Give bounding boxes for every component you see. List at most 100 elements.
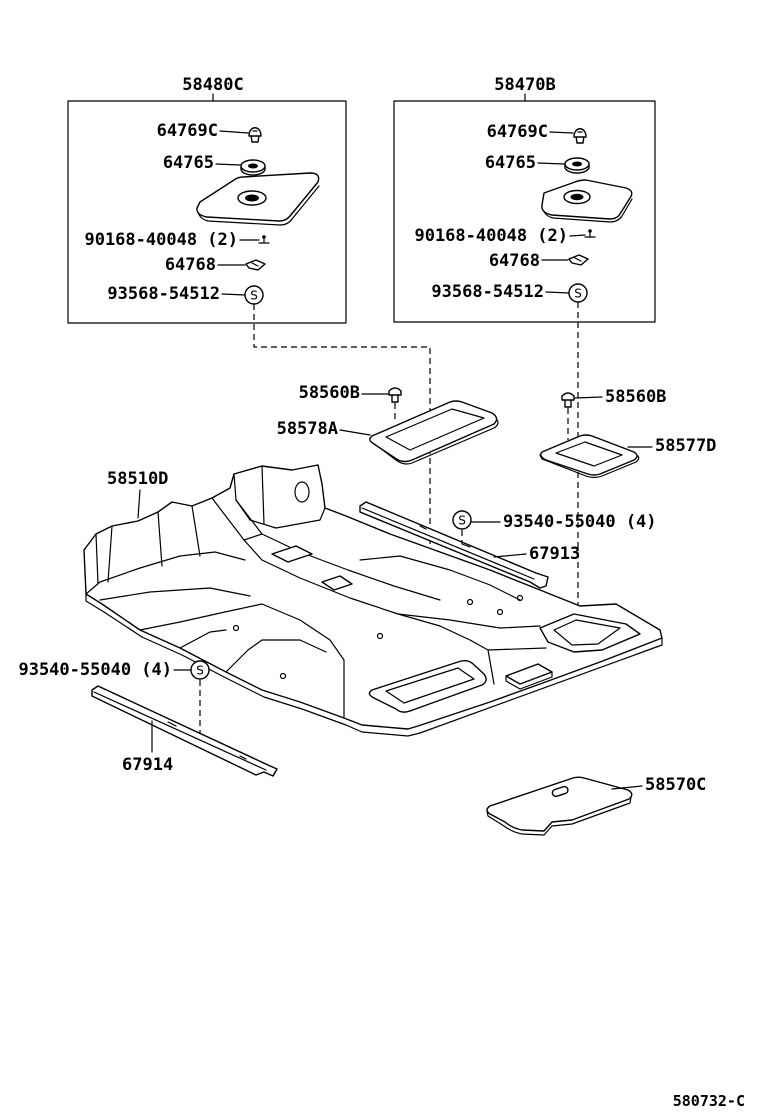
carpet-left-floor-crease	[99, 587, 251, 601]
screw-icon	[258, 235, 270, 244]
grommet-hole	[572, 161, 582, 167]
leader-line	[215, 163, 241, 166]
carpet-outline	[83, 464, 663, 730]
carpet-tunnel-right-edge	[235, 499, 441, 601]
access-cover-pad	[196, 172, 320, 226]
label-67913: 67913	[529, 544, 580, 564]
retainer-clip-icon	[245, 259, 266, 271]
pad-hole	[570, 193, 584, 201]
s-symbol-text: S	[458, 514, 466, 528]
label-58570c: 58570C	[645, 775, 706, 795]
strip-edge	[361, 507, 535, 580]
fastener-93540-left: 93540-55040 (4) S	[18, 660, 210, 736]
carpet-front-right-wall	[233, 465, 326, 529]
frame-inner-opening	[555, 441, 623, 467]
s-symbol-icon: S	[452, 510, 472, 530]
s-symbol-icon: S	[244, 285, 264, 305]
group-title-right: 58470B	[494, 75, 555, 95]
frame-58578a: 58578A	[277, 400, 499, 465]
clip-head	[573, 128, 587, 138]
leader-line	[549, 131, 574, 134]
retainer-clip-icon	[568, 254, 589, 266]
label-64768-right: 64768	[489, 251, 540, 271]
frame-thickness	[539, 454, 640, 479]
figure-id: 580732-C	[673, 1092, 745, 1110]
carpet-wall-hole	[294, 481, 310, 503]
leader-line	[574, 396, 603, 399]
leader-line	[137, 489, 141, 519]
frame-outline	[539, 434, 638, 476]
bolt-head	[561, 392, 575, 401]
pad-hole	[245, 194, 259, 202]
label-64768-left: 64768	[165, 255, 216, 275]
carpet-hole	[496, 608, 504, 616]
label-93568-right: 93568-54512	[431, 282, 544, 302]
retainer-mark	[574, 257, 582, 262]
leader-line	[339, 429, 371, 436]
carpet-rear-seat-edge	[139, 603, 345, 719]
label-93540-right: 93540-55040 (4)	[503, 512, 657, 532]
carpet-rear-block-side	[505, 671, 553, 690]
carpet-console-cutout	[271, 545, 313, 563]
mat-thickness	[486, 796, 632, 836]
label-90168-right: 90168-40048 (2)	[414, 226, 568, 246]
strip-outline	[359, 501, 549, 589]
frame-58577d: 58577D	[539, 434, 716, 479]
group-box-right	[393, 100, 656, 323]
s-symbol-circle	[190, 660, 210, 680]
strip-67914: 67914	[91, 685, 278, 777]
s-symbol-icon: S	[568, 283, 588, 303]
s-symbol-circle	[452, 510, 472, 530]
clip-stem	[250, 134, 260, 143]
mat-slot	[551, 785, 569, 798]
leader-line	[219, 130, 249, 134]
clip-58560b-right: 58560B	[561, 387, 666, 408]
s-symbol-text: S	[574, 287, 582, 301]
label-64769c-left: 64769C	[157, 121, 218, 141]
s-symbol-text: S	[250, 289, 258, 303]
leader-line	[569, 234, 586, 237]
clip-stem	[575, 135, 585, 144]
screw-icon	[584, 229, 596, 238]
label-67914: 67914	[122, 755, 173, 775]
carpet-hole	[376, 632, 384, 640]
carpet-hole	[232, 624, 240, 632]
grommet-hole	[248, 163, 258, 169]
label-58560b-left: 58560B	[299, 383, 360, 403]
clip-head	[248, 127, 262, 137]
mat-outline	[486, 776, 633, 832]
carpet-tunnel-end	[243, 533, 263, 541]
bolt-clip-icon	[388, 387, 402, 403]
bolt-shank	[564, 399, 572, 408]
pad-thickness	[196, 185, 320, 226]
carpet-rear-panel	[439, 625, 547, 685]
leader-line	[493, 553, 527, 558]
mat-58570c: 58570C	[486, 775, 706, 836]
group-58470b: 58470B 64769C 64765 90168-40048 (2)	[393, 75, 656, 323]
label-93540-left: 93540-55040 (4)	[18, 660, 172, 680]
s-symbol-text: S	[196, 664, 204, 678]
label-58560b-right: 58560B	[605, 387, 666, 407]
group-58480c: 58480C 64769C 64765 90168-40048 (2)	[67, 75, 347, 324]
leader-line	[221, 293, 246, 296]
strip-notches	[167, 721, 247, 760]
carpet-hole	[516, 594, 524, 602]
floor-carpet-58510d: 58510D	[83, 464, 663, 737]
frame-thickness	[369, 419, 499, 465]
carpet-wall-creases	[95, 505, 201, 585]
label-58577d: 58577D	[655, 436, 716, 456]
leader-line	[545, 291, 570, 294]
strip-67913: 67913	[359, 501, 580, 589]
carpet-rear-right-opening-inner	[553, 619, 621, 646]
carpet-rear-step	[179, 629, 327, 673]
label-64769c-right: 64769C	[487, 122, 548, 142]
access-cover-pad	[541, 179, 633, 223]
label-58510d: 58510D	[107, 469, 168, 489]
bolt-clip-icon	[561, 392, 575, 408]
s-symbol-icon: S	[190, 660, 210, 680]
carpet-thickness	[85, 593, 663, 737]
bolt-shank	[391, 394, 399, 403]
label-93568-left: 93568-54512	[107, 284, 220, 304]
group-box-left	[67, 100, 347, 324]
